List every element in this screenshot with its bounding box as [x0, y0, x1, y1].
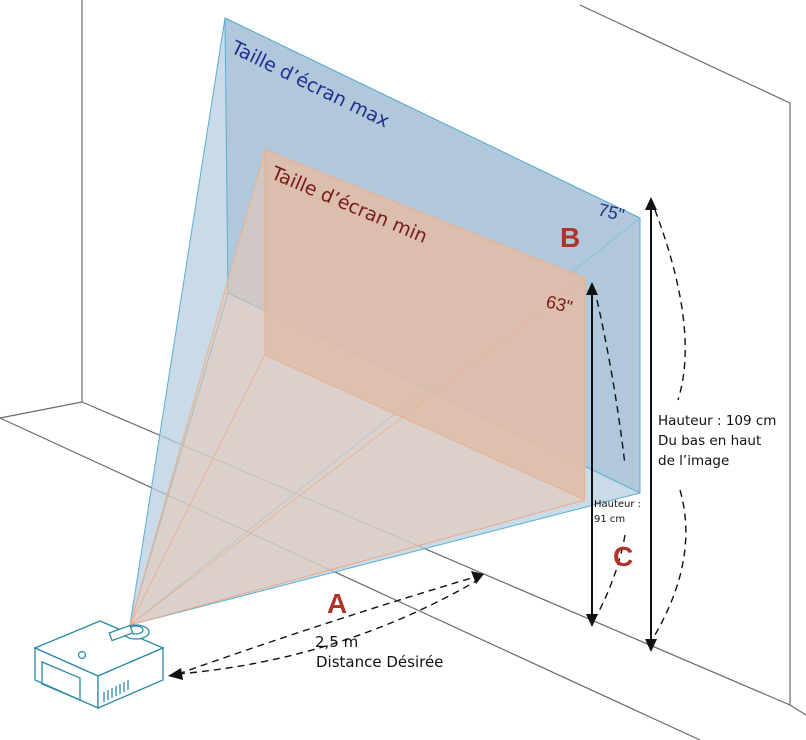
- min-projection: [129, 149, 586, 626]
- min-callout-bottom: [596, 534, 626, 616]
- distance-caption-label: Distance Désirée: [316, 653, 443, 671]
- left-floor-edge-line: [0, 401, 83, 419]
- min-arrowhead-bottom: [586, 614, 598, 627]
- projector-dot: [77, 650, 87, 660]
- min-beam-edge-1: [129, 354, 266, 626]
- max-arrowhead-top: [645, 197, 657, 210]
- height-max-line3: de l’image: [658, 453, 729, 469]
- max-arrowhead-bottom: [645, 639, 657, 652]
- letter-c-label: C: [613, 541, 633, 572]
- distance-arc-lower: [177, 579, 479, 675]
- max-callout-bottom: [651, 489, 687, 641]
- distance-arc-upper: [177, 576, 476, 675]
- max-callout-top: [654, 209, 686, 401]
- projector-side-face: [97, 647, 164, 709]
- min-arrowhead-top: [586, 282, 598, 295]
- letter-a-label: A: [327, 588, 347, 619]
- height-arrows: [591, 207, 652, 642]
- right-wall-top-line: [579, 4, 791, 104]
- projector-button: [108, 624, 134, 642]
- height-min-line2: 91 cm: [594, 514, 625, 525]
- height-max-line2: Du bas en haut: [658, 433, 761, 449]
- projector-icon: [33, 620, 165, 710]
- height-max-line1: Hauteur : 109 cm: [658, 413, 776, 429]
- min-callout-top: [596, 299, 626, 466]
- projector-front-panel: [41, 661, 81, 701]
- distance-value-label: 2,5 m: [315, 633, 358, 651]
- distance-arrowheads: [168, 571, 484, 680]
- min-beam-edge-3: [129, 499, 586, 626]
- front-floor-line: [0, 417, 701, 740]
- letter-b-label: B: [560, 222, 580, 253]
- distance-arrowhead-left: [168, 668, 183, 680]
- distance-arrowhead-right: [471, 571, 484, 584]
- dashed-callouts: [177, 209, 687, 675]
- right-floor-edge-line: [789, 704, 806, 716]
- height-min-line1: Hauteur :: [594, 499, 641, 510]
- min-beam-edge-2: [129, 277, 586, 626]
- projector-vents: [103, 680, 129, 702]
- height-arrowheads: [586, 197, 657, 652]
